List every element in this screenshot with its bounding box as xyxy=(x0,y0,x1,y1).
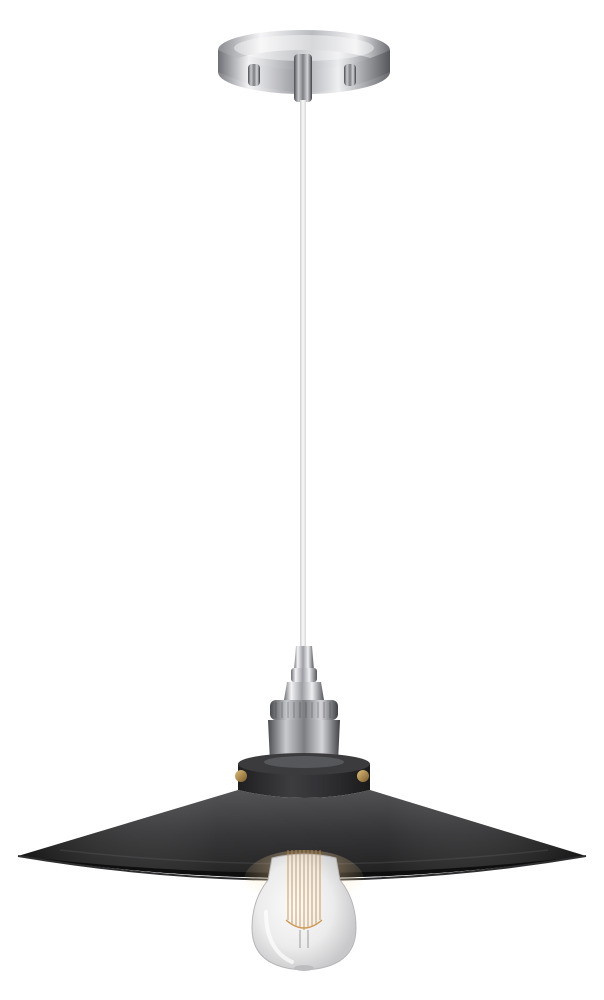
power-cord xyxy=(300,100,306,648)
ceiling-canopy xyxy=(218,30,390,102)
cord-grip xyxy=(294,54,312,102)
shade-collar xyxy=(235,753,370,798)
socket-housing xyxy=(268,700,340,762)
canopy-screw-right xyxy=(344,64,356,86)
bulb-filament xyxy=(285,850,323,930)
canopy-screw-left xyxy=(248,64,260,86)
brass-screw-left xyxy=(235,770,247,782)
strain-relief-fitting xyxy=(284,646,324,700)
brass-screw-right xyxy=(357,770,369,782)
lamp-shade xyxy=(17,790,587,881)
edison-bulb xyxy=(244,850,364,971)
